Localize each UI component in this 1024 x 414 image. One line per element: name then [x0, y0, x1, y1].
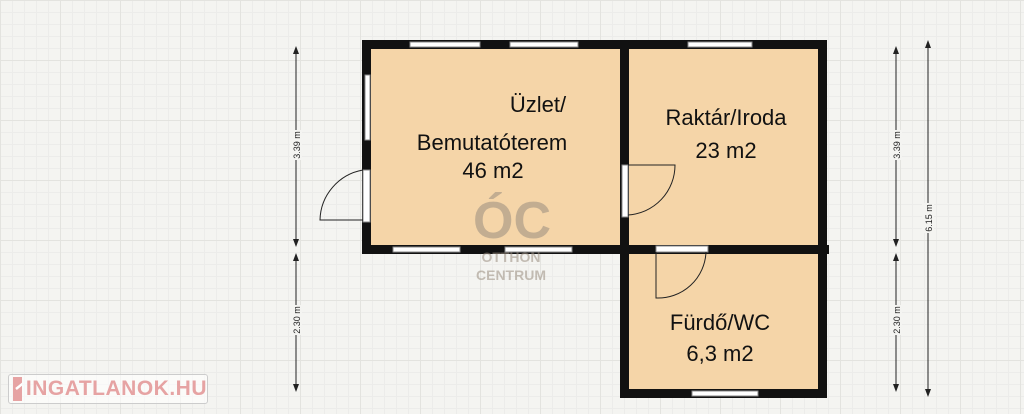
- room-label-storage: Raktár/Iroda: [665, 105, 787, 130]
- dim-left-upper: 3.39 m: [292, 131, 302, 159]
- house-icon: [13, 377, 22, 401]
- watermark: ÓC OTTHON CENTRUM: [473, 192, 551, 283]
- room-label-shop-line2: Bemutatóterem: [417, 130, 567, 155]
- room-floor-storage: [628, 46, 821, 248]
- doors: [319, 164, 709, 299]
- room-area-storage: 23 m2: [695, 138, 756, 163]
- room-label-shop-line1: Üzlet/: [510, 92, 567, 117]
- room-floor-bathroom: [628, 252, 821, 392]
- door-swing-bathroom: [655, 251, 707, 299]
- room-floor-shop: [367, 46, 624, 248]
- svg-text:OTTHON: OTTHON: [481, 249, 540, 265]
- svg-text:CENTRUM: CENTRUM: [476, 267, 546, 283]
- ingatlanok-logo: INGATLANOK.HU: [8, 374, 208, 404]
- dim-left-lower: 2.30 m: [292, 306, 302, 334]
- dimension-arrows: [293, 40, 931, 397]
- dim-right-total: 6.15 m: [924, 204, 934, 232]
- logo-text: INGATLANOK.HU: [25, 377, 207, 400]
- room-label-bathroom: Fürdő/WC: [670, 310, 770, 335]
- room-area-bathroom: 6,3 m2: [686, 341, 753, 366]
- svg-text:ÓC: ÓC: [473, 192, 551, 250]
- door-swing-entrance: [319, 169, 364, 221]
- windows: [364, 41, 759, 397]
- door-swing-storage: [627, 164, 676, 216]
- room-area-shop: 46 m2: [462, 158, 523, 183]
- dim-right-lower: 2.30 m: [892, 306, 902, 334]
- dim-right-upper: 3.39 m: [892, 131, 902, 159]
